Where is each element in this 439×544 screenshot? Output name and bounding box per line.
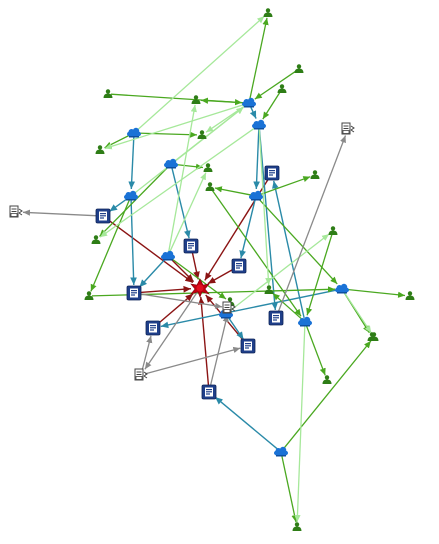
edge-c6-d3 <box>171 167 191 239</box>
edge-c10-d6 <box>160 289 339 329</box>
cloud-icon[interactable] <box>249 190 263 201</box>
edge-c2-c3 <box>249 106 257 119</box>
cloud-icon[interactable] <box>124 190 138 201</box>
edge-c3-c7 <box>253 129 260 190</box>
person-icon[interactable] <box>322 375 332 384</box>
person-icon[interactable] <box>405 291 415 300</box>
edge-e3-d6 <box>141 335 153 372</box>
edge-c7-p14 <box>214 186 253 196</box>
edge-c7-c10 <box>258 198 338 285</box>
person-icon[interactable] <box>95 145 105 154</box>
person-icon[interactable] <box>263 8 273 17</box>
edge-c2-p7 <box>104 103 246 150</box>
cloud-icon[interactable] <box>298 316 312 327</box>
cloud-icon[interactable] <box>164 158 178 169</box>
edge-c4-c2 <box>133 106 244 194</box>
person-icon[interactable] <box>203 163 213 172</box>
edge-c5-p2 <box>168 104 197 253</box>
document-icon[interactable] <box>264 165 280 181</box>
edge-c8-p15 <box>228 233 330 312</box>
external-resource-icon[interactable] <box>9 205 23 218</box>
edge-d9-hub <box>198 296 210 388</box>
edge-c1-p13 <box>138 131 198 138</box>
edge-d1-e1 <box>22 209 99 217</box>
edge-d3-hub <box>191 250 200 280</box>
person-icon[interactable] <box>292 522 302 531</box>
edge-c7-d4 <box>239 199 256 259</box>
person-icon[interactable] <box>328 226 338 235</box>
person-icon[interactable] <box>91 235 101 244</box>
document-icon[interactable] <box>183 238 199 254</box>
cloud-icon[interactable] <box>127 127 141 138</box>
edge-c3-d7 <box>258 129 278 311</box>
edge-c5-hub <box>170 258 195 283</box>
node-layer <box>9 8 415 531</box>
edge-c9-p19 <box>281 455 298 523</box>
edge-d1-hub <box>106 218 194 284</box>
edge-c8-d8 <box>227 317 245 340</box>
edge-p4-c2 <box>254 70 297 100</box>
edge-c5-p8 <box>169 172 207 253</box>
hub-star-icon[interactable] <box>190 278 210 298</box>
document-icon[interactable] <box>95 208 111 224</box>
person-icon[interactable] <box>294 64 304 73</box>
edge-c11-p19 <box>294 326 306 523</box>
person-icon[interactable] <box>103 89 113 98</box>
edge-c1-c4 <box>128 137 136 190</box>
cloud-icon[interactable] <box>161 250 175 261</box>
edge-c9-d9 <box>214 396 279 450</box>
external-resource-icon[interactable] <box>341 122 355 135</box>
cloud-icon[interactable] <box>242 97 256 108</box>
edge-p5-c3 <box>262 91 281 120</box>
cloud-icon[interactable] <box>274 446 288 457</box>
external-resource-icon[interactable] <box>222 301 236 314</box>
person-icon[interactable] <box>84 291 94 300</box>
cloud-icon[interactable] <box>335 283 349 294</box>
edge-d4-hub <box>207 267 236 285</box>
edge-e3-d8 <box>144 346 241 375</box>
edge-c11-p17 <box>305 325 326 376</box>
edge-c10-p18 <box>343 292 372 334</box>
person-icon[interactable] <box>197 130 207 139</box>
person-icon[interactable] <box>205 182 215 191</box>
edge-c7-p6 <box>259 176 311 196</box>
document-icon[interactable] <box>240 338 256 354</box>
edge-c3-p16 <box>258 129 272 286</box>
cloud-icon[interactable] <box>252 119 266 130</box>
edge-c9-p18 <box>283 340 372 450</box>
external-resource-icon[interactable] <box>134 368 148 381</box>
edge-c6-p12 <box>99 166 169 237</box>
edge-c2-p3 <box>249 17 269 100</box>
edge-c2-p2 <box>200 97 245 104</box>
document-icon[interactable] <box>145 320 161 336</box>
document-icon[interactable] <box>268 310 284 326</box>
document-icon[interactable] <box>231 258 247 274</box>
edge-c4-p9 <box>90 199 130 292</box>
edge-d6-hub <box>156 293 194 326</box>
edge-c2-p13 <box>205 104 246 133</box>
edge-c11-d5 <box>272 180 305 319</box>
edge-c3-p12 <box>99 126 256 238</box>
person-icon[interactable] <box>191 95 201 104</box>
edge-d2-e4 <box>138 293 223 309</box>
person-icon[interactable] <box>369 332 379 341</box>
person-icon[interactable] <box>264 285 274 294</box>
edge-p15-c11 <box>306 233 333 316</box>
document-icon[interactable] <box>201 384 217 400</box>
person-icon[interactable] <box>310 170 320 179</box>
edge-d7-e2 <box>277 135 347 314</box>
edge-c5-d2 <box>138 258 166 288</box>
edge-c10-p10 <box>346 288 406 298</box>
edge-d2-hub <box>138 285 192 294</box>
edge-c5-p20 <box>171 257 227 300</box>
person-icon[interactable] <box>277 84 287 93</box>
edge-hub-e3 <box>144 292 198 370</box>
edge-p14-c11 <box>211 189 302 317</box>
document-icon[interactable] <box>126 285 142 301</box>
edge-layer <box>22 15 406 523</box>
edge-d9-e4 <box>209 314 229 388</box>
edge-c1-p3 <box>136 15 265 131</box>
edge-c4-d1 <box>109 197 129 212</box>
